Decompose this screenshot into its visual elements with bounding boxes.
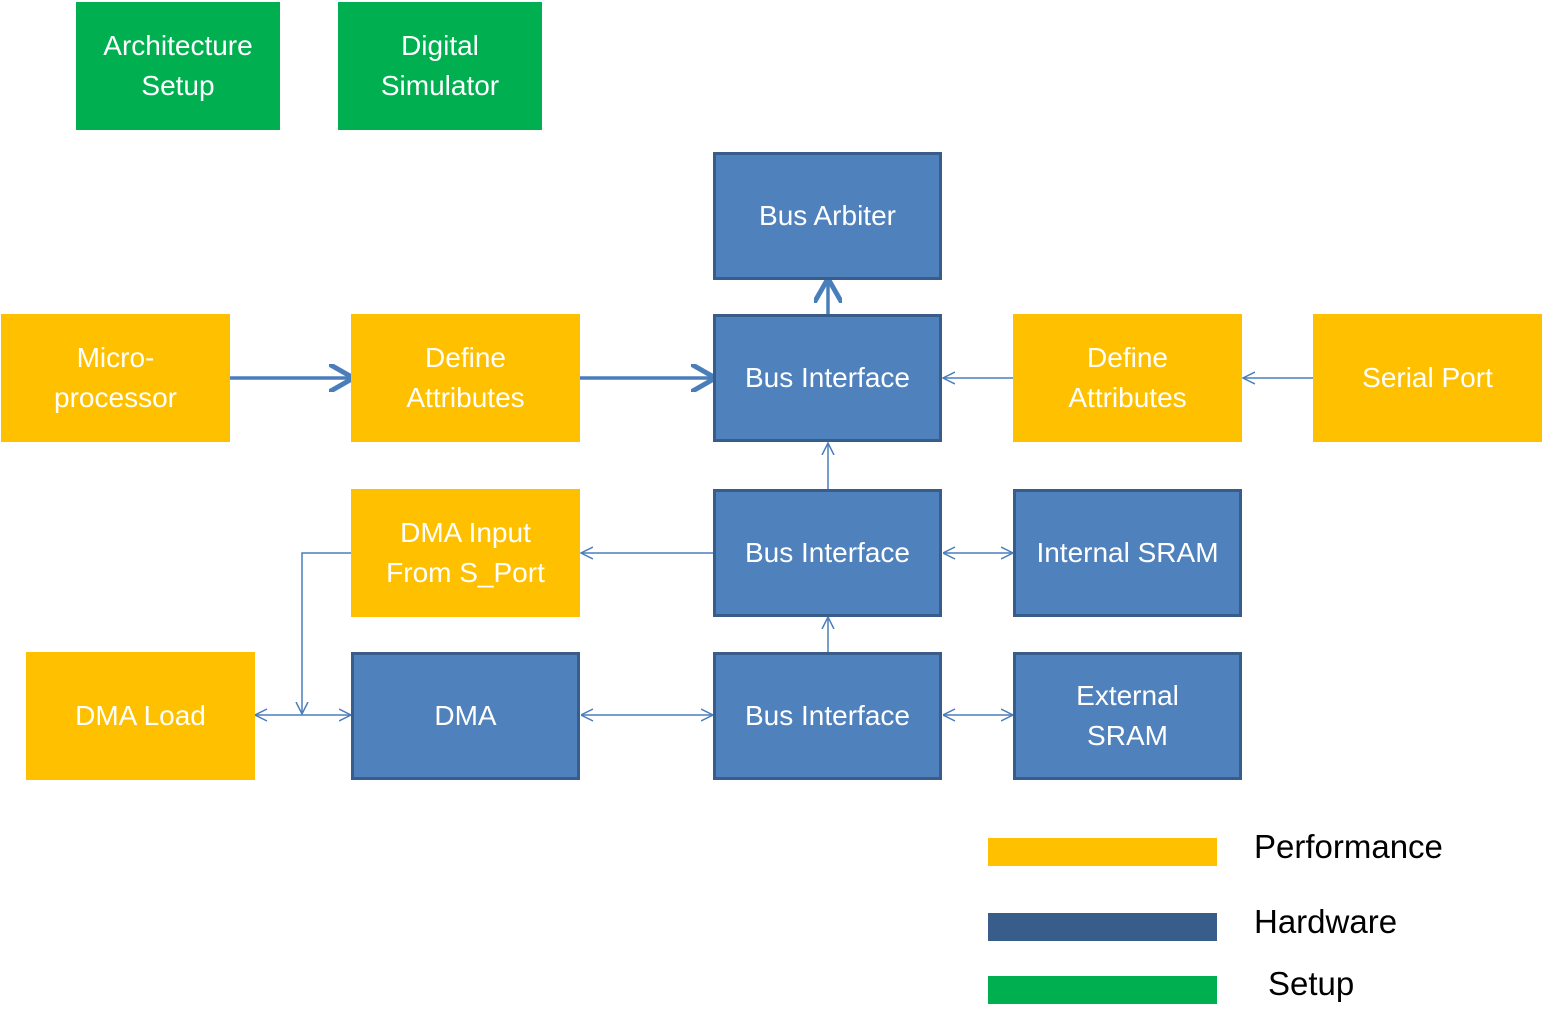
legend-hardware-label: Hardware xyxy=(1254,903,1398,940)
dma-input-block: DMA Input From S_Port xyxy=(351,489,580,617)
arrow-dma-input-to-junction xyxy=(302,552,351,714)
internal-sram-block: Internal SRAM xyxy=(1013,489,1242,617)
serial-port-block: Serial Port xyxy=(1313,314,1542,442)
bus-arbiter-block: Bus Arbiter xyxy=(713,152,942,280)
microprocessor-block: Micro- processor xyxy=(1,314,230,442)
legend-performance-label: Performance xyxy=(1254,828,1443,865)
bus-interface-top-block: Bus Interface xyxy=(713,314,942,442)
legend-setup-label: Setup xyxy=(1268,965,1355,1002)
bus-interface-middle-block: Bus Interface xyxy=(713,489,942,617)
define-attributes-left-block: Define Attributes xyxy=(351,314,580,442)
architecture-setup-box: Architecture Setup xyxy=(76,2,280,130)
legend-setup-swatch xyxy=(988,976,1217,1004)
external-sram-block: External SRAM xyxy=(1013,652,1242,780)
legend-performance-swatch xyxy=(988,838,1217,866)
bus-interface-bottom-block: Bus Interface xyxy=(713,652,942,780)
digital-simulator-box: Digital Simulator xyxy=(338,2,542,130)
legend-hardware-swatch xyxy=(988,913,1217,941)
dma-load-block: DMA Load xyxy=(26,652,255,780)
define-attributes-right-block: Define Attributes xyxy=(1013,314,1242,442)
dma-block: DMA xyxy=(351,652,580,780)
